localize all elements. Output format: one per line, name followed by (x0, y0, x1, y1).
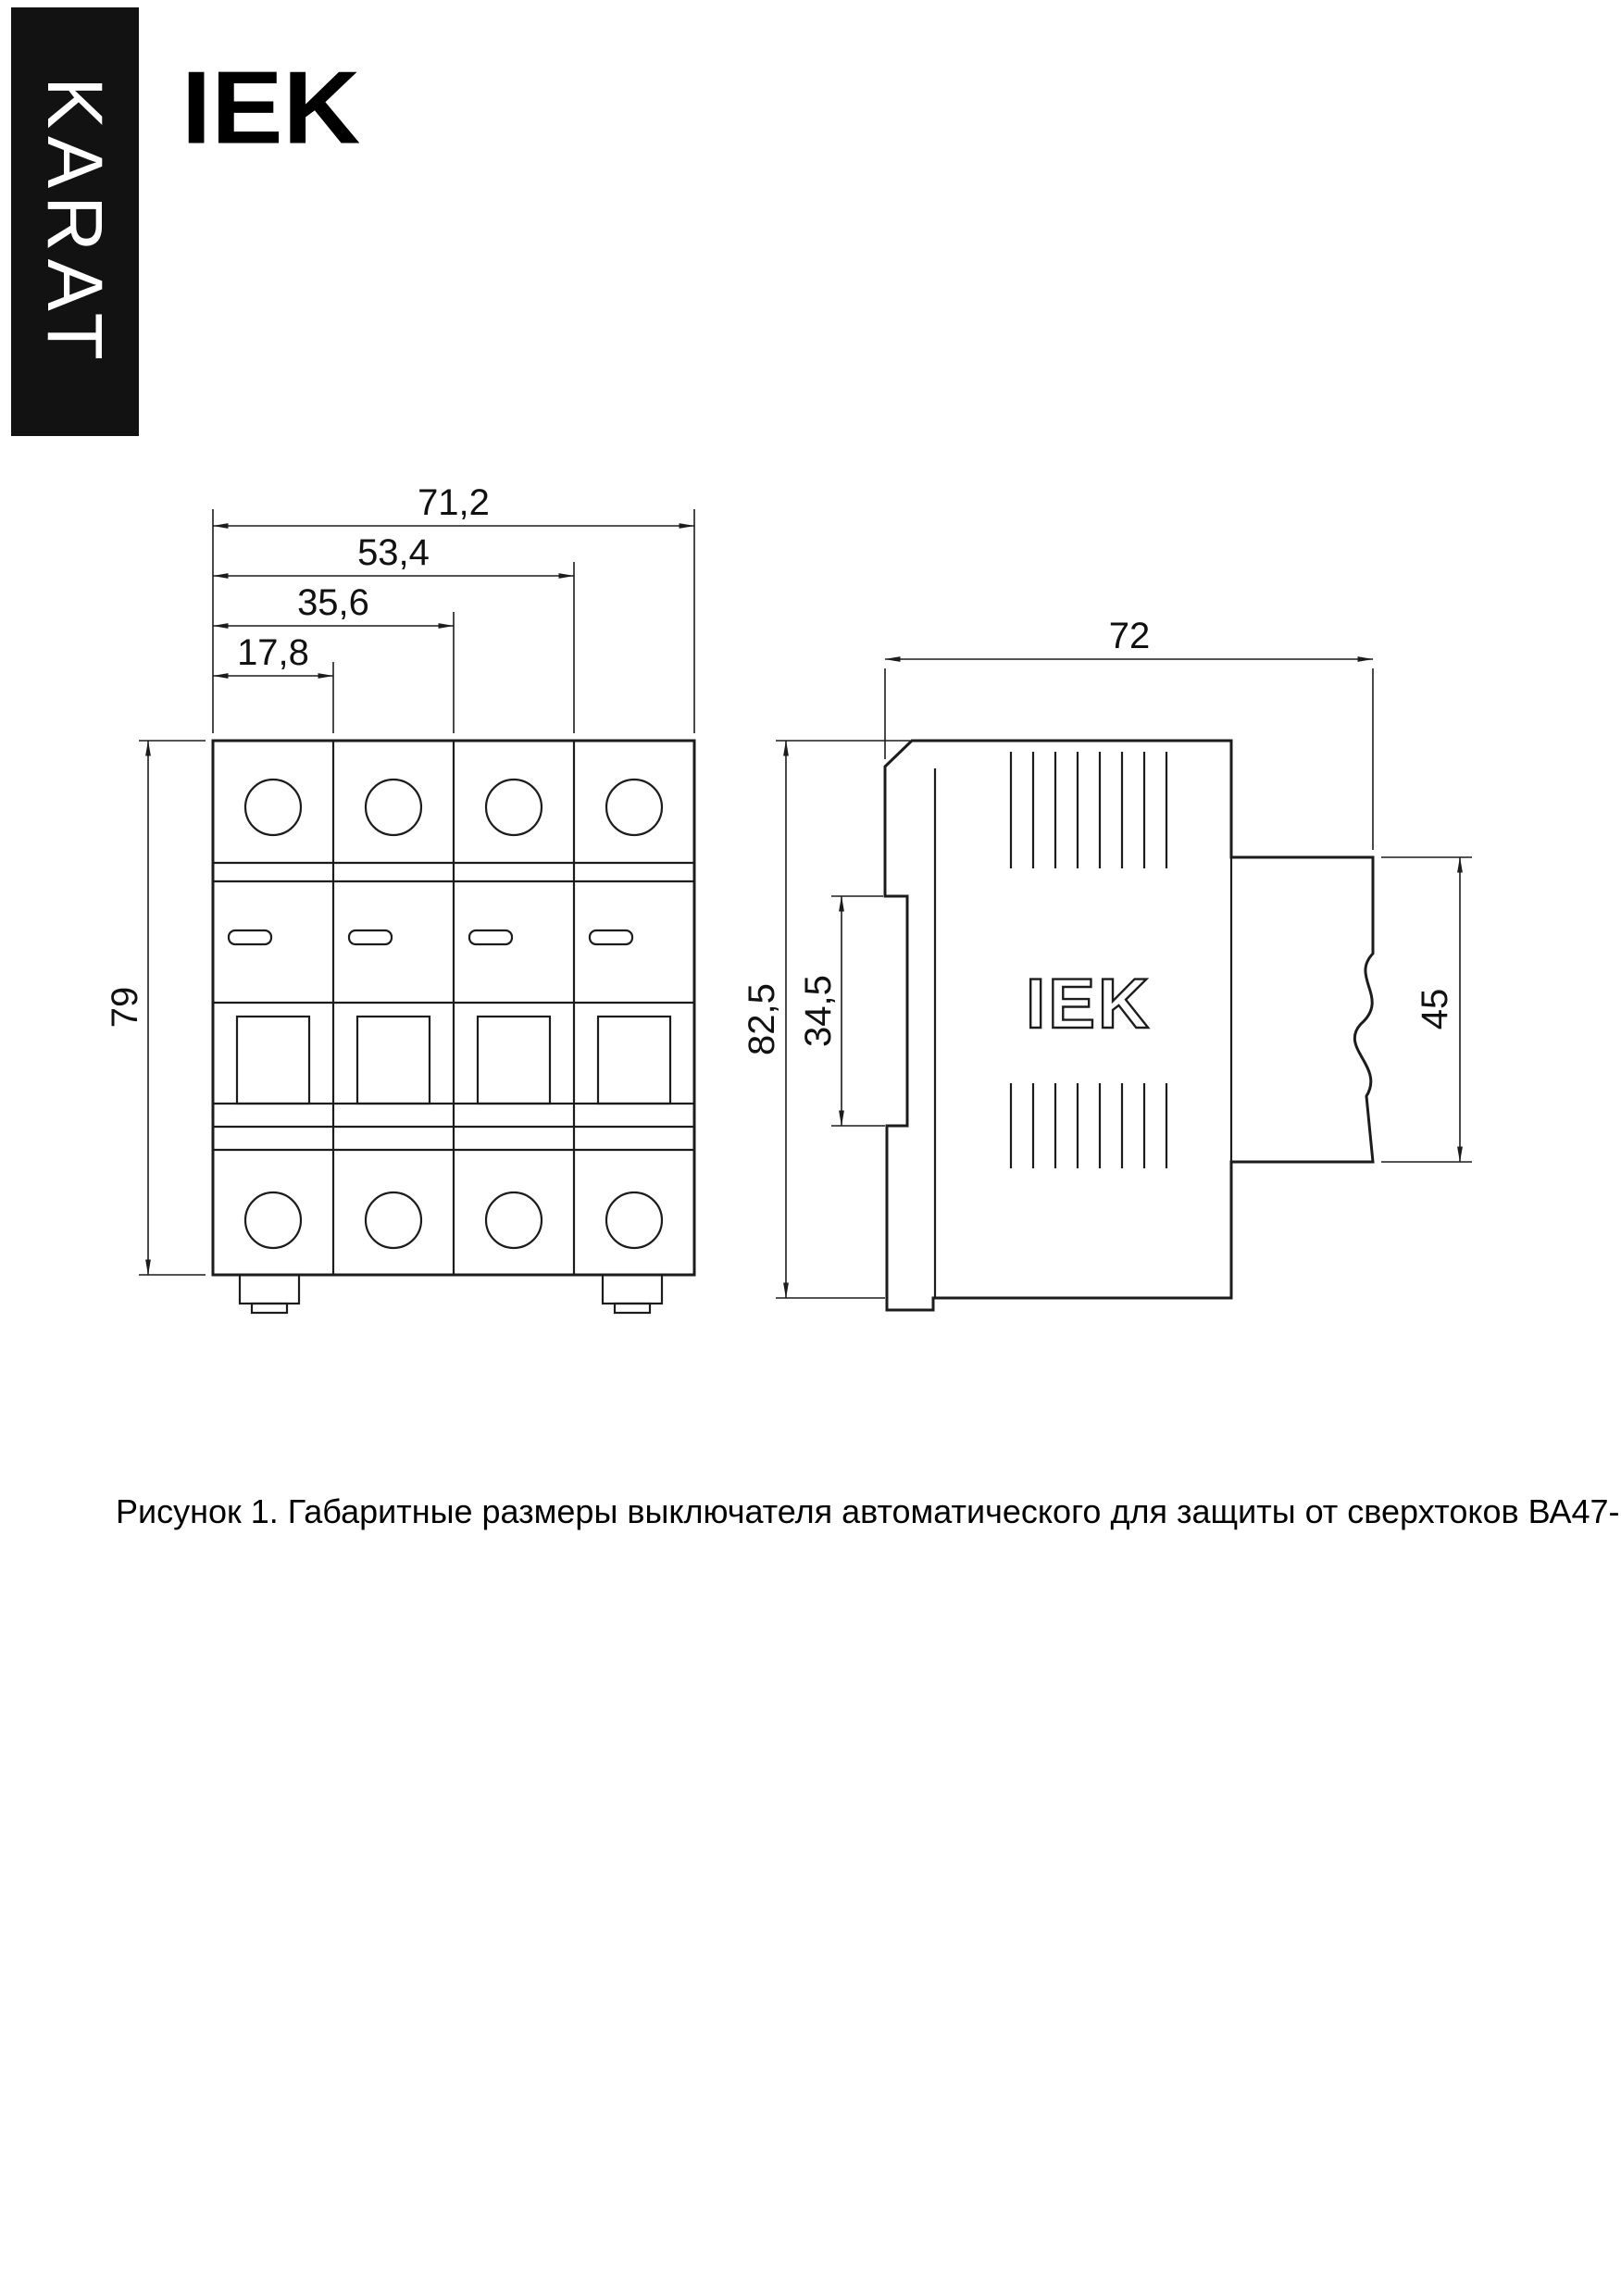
terminal-screw (364, 1191, 423, 1250)
indicator-window (468, 929, 514, 946)
breaker-side-profile (883, 739, 1375, 1312)
side-dim-depth-label: 72 (1109, 616, 1151, 656)
side-dim-total-height-label: 82,5 (742, 983, 782, 1055)
toggle-handle (476, 1015, 552, 1105)
toggle-handle (596, 1015, 672, 1105)
side-ribs-bottom (1009, 1083, 1168, 1168)
side-ribs-top (1009, 752, 1168, 868)
toggle-handle (355, 1015, 431, 1105)
terminal-screw (364, 778, 423, 837)
din-clip-foot (613, 1302, 652, 1315)
side-dim-front-height-label: 45 (1415, 989, 1455, 1030)
indicator-window (588, 929, 634, 946)
karat-series-banner: KARAT (11, 7, 139, 436)
iek-logo-embossed: IEK (1026, 965, 1152, 1043)
front-dim-2pole-width-label: 35,6 (297, 582, 369, 623)
din-clip (601, 1273, 664, 1305)
side-view-drawing: IEK (883, 739, 1375, 1312)
dimension-drawings: 71,2 53,4 35,6 17,8 79 (105, 482, 1472, 1315)
figure-caption: Рисунок 1. Габаритные размеры выключател… (116, 1492, 1621, 1530)
toggle-handle (235, 1015, 311, 1105)
terminal-screw (605, 1191, 664, 1250)
front-dim-3pole-width-label: 53,4 (357, 532, 430, 573)
front-view-drawing (211, 739, 696, 1315)
side-dim-rail-recess-label: 34,5 (798, 975, 839, 1047)
terminal-screw (605, 778, 664, 837)
din-clip-foot (250, 1302, 289, 1315)
terminal-screw (243, 1191, 303, 1250)
terminal-screw (484, 1191, 543, 1250)
indicator-window (227, 929, 273, 946)
front-dim-height-label: 79 (105, 987, 145, 1029)
front-dim-total-width-label: 71,2 (418, 482, 490, 523)
side-view-dimensions: 72 82,5 34,5 45 (742, 616, 1472, 1299)
front-view-dimensions: 71,2 53,4 35,6 17,8 79 (105, 482, 695, 1276)
front-dim-1pole-width-label: 17,8 (237, 632, 309, 673)
din-clip (238, 1273, 301, 1305)
indicator-window (347, 929, 393, 946)
terminal-screw (243, 778, 303, 837)
terminal-screw (484, 778, 543, 837)
iek-logo: IEK (181, 49, 361, 166)
